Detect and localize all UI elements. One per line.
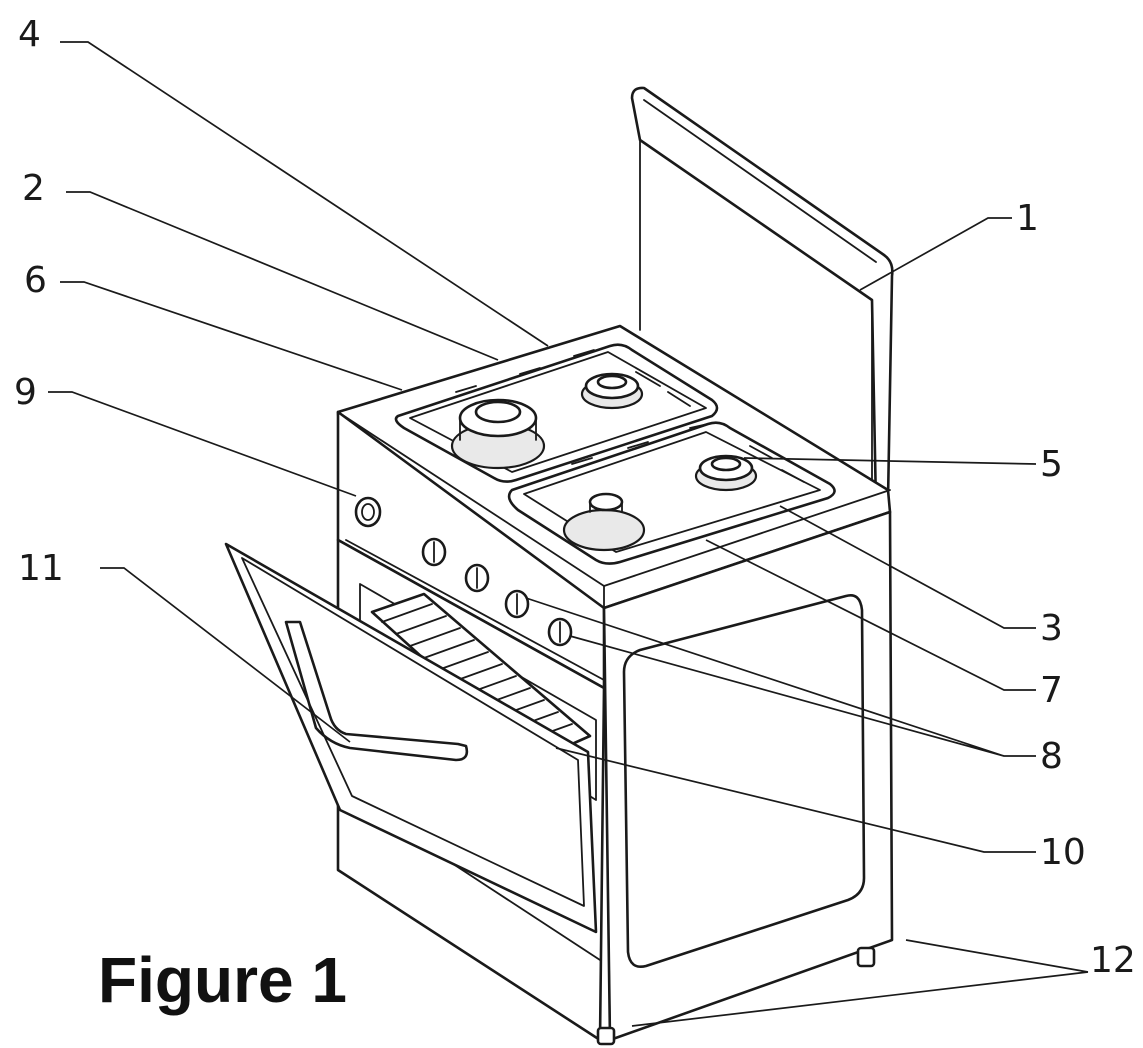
callout-labels: 1 2 3 4 5 6 7 8 9 10 11 12	[14, 14, 1136, 981]
figure-title: Figure 1	[98, 944, 347, 1016]
leader-lines	[48, 41, 1089, 1027]
burner-large-rear-left	[450, 398, 546, 470]
burner-front-right	[694, 454, 758, 492]
callout-5: 5	[1040, 444, 1063, 485]
callout-7: 7	[1040, 670, 1063, 711]
callout-12: 12	[1090, 940, 1136, 981]
oven-door	[224, 542, 598, 934]
callout-6: 6	[24, 260, 47, 301]
burner-front-left	[562, 492, 646, 552]
cooker-feet	[596, 946, 876, 1046]
burner-rear-right	[580, 372, 644, 410]
callout-4: 4	[18, 14, 41, 55]
callout-11: 11	[18, 548, 64, 589]
knob-3	[504, 589, 530, 619]
callout-9: 9	[14, 372, 37, 413]
callout-2: 2	[22, 168, 45, 209]
callout-8: 8	[1040, 736, 1063, 777]
grate-bars	[455, 349, 805, 483]
callout-3: 3	[1040, 608, 1063, 649]
knob-4	[547, 617, 573, 647]
callout-1: 1	[1016, 198, 1039, 239]
knob-2	[464, 563, 490, 593]
glass-lid	[630, 86, 894, 508]
knob-1	[421, 537, 447, 567]
side-panel	[602, 510, 894, 1042]
cooker-illustration	[224, 86, 894, 1046]
knob-ignition	[354, 496, 382, 528]
callout-10: 10	[1040, 832, 1086, 873]
